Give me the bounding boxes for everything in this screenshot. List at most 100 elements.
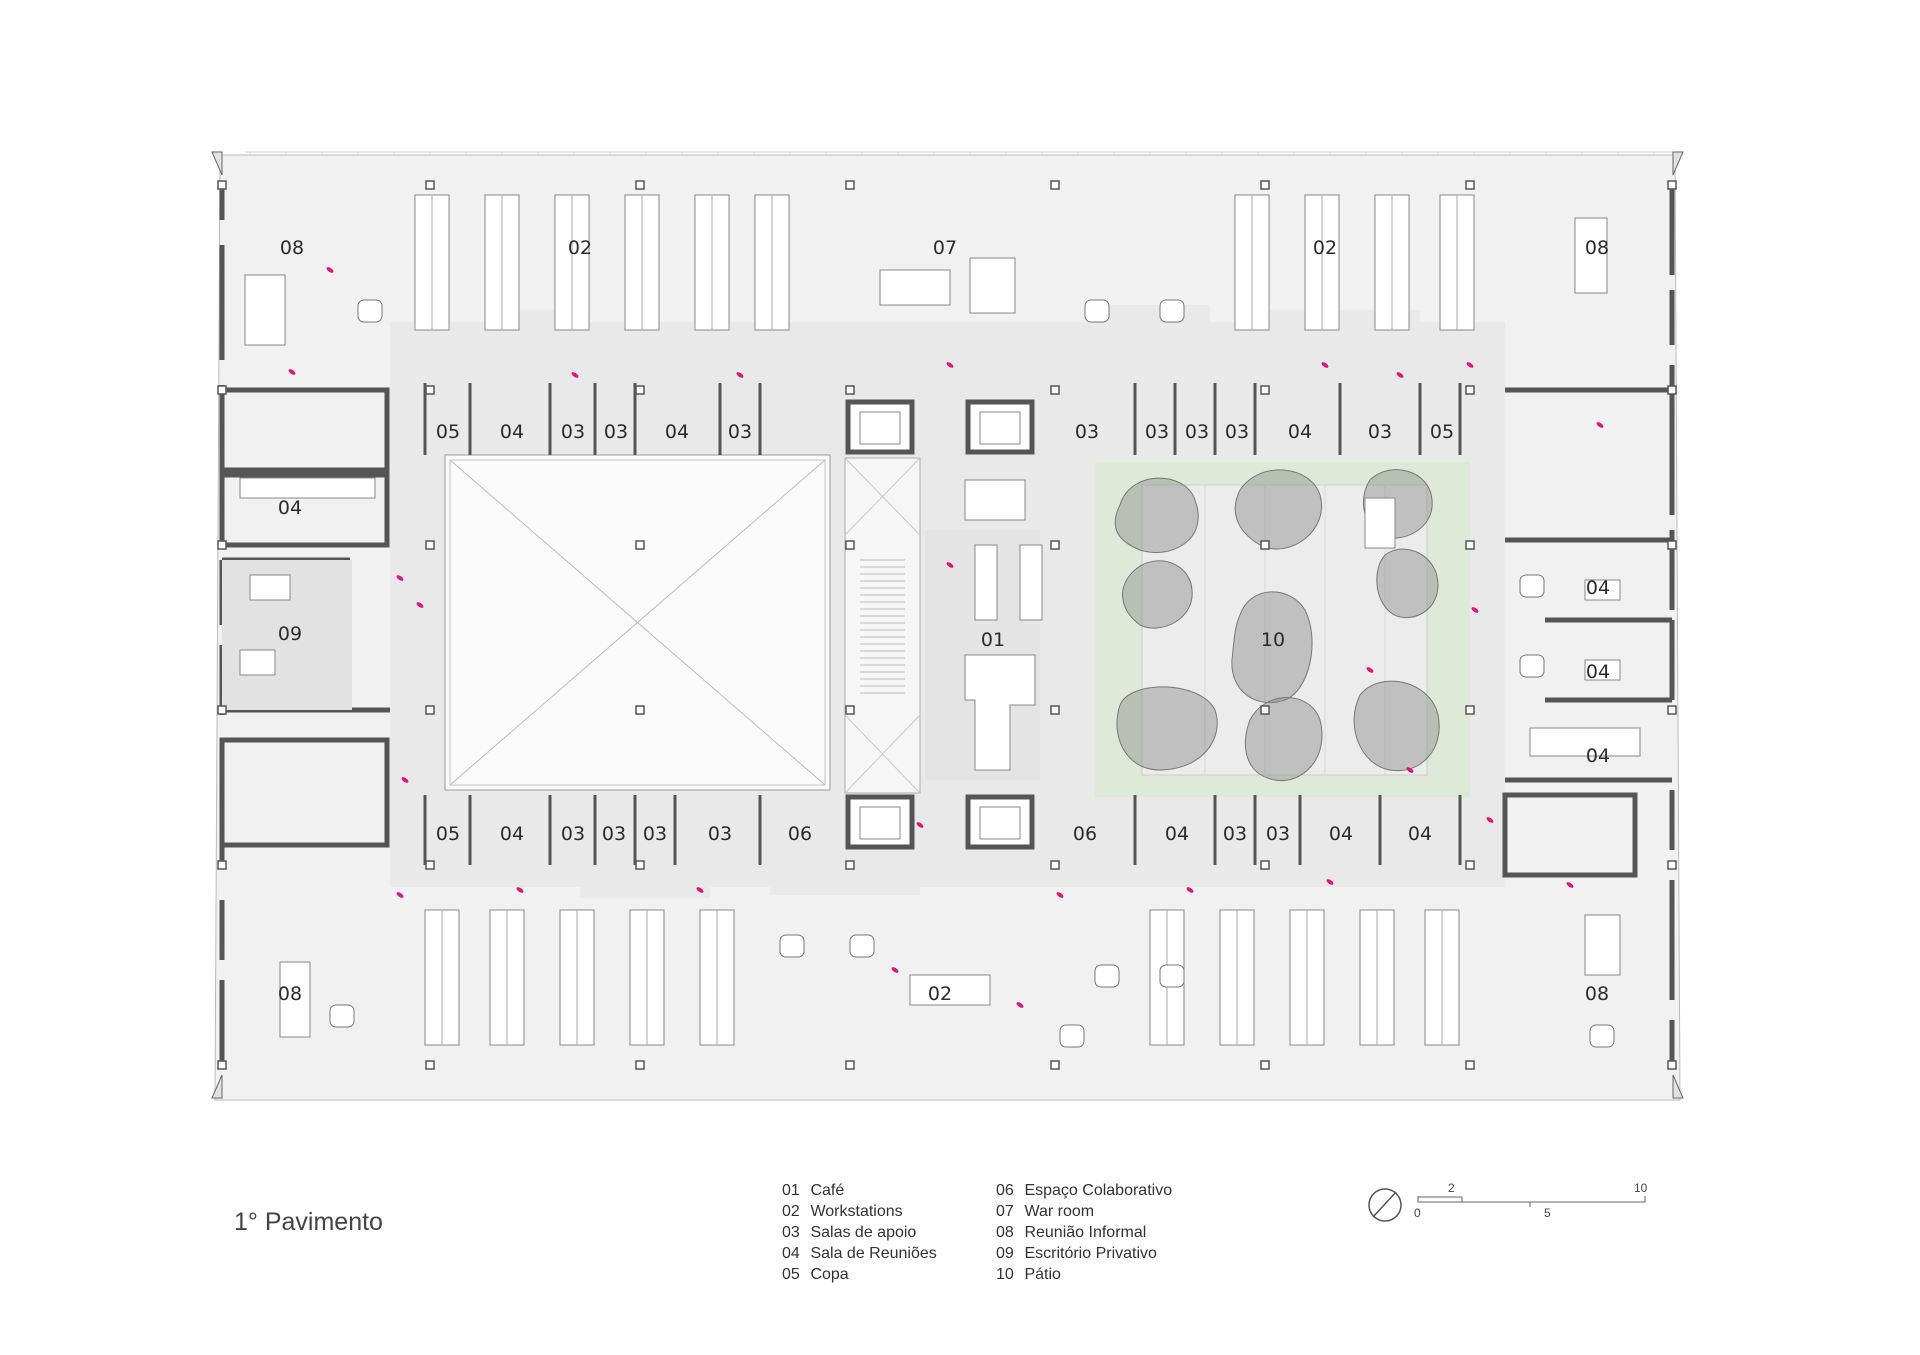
column [1260, 180, 1270, 190]
room-label-06-b: 06 [1073, 823, 1097, 845]
accent-mark [946, 562, 954, 568]
room-label-02-nw: 02 [568, 237, 592, 259]
lounge-chair [1589, 1024, 1615, 1048]
column [635, 180, 645, 190]
column [845, 705, 855, 715]
room-label-03-e: 03 [1145, 421, 1169, 443]
column [1050, 705, 1060, 715]
legend-item: 08 Reunião Informal [996, 1224, 1147, 1241]
room-partitions [423, 383, 1462, 865]
column [1465, 860, 1475, 870]
room-label-03-l: 03 [708, 823, 732, 845]
east-rooms [1502, 387, 1672, 878]
room-label-08-nw: 08 [280, 237, 304, 259]
legend-item: 10 Pátio [996, 1266, 1061, 1283]
room-labels: 01 02 02 02 07 08 08 08 08 09 10 05 05 0… [278, 237, 1610, 1005]
room-label-08-ne: 08 [1585, 237, 1609, 259]
workstation-desks [414, 194, 1475, 1046]
column [217, 180, 227, 190]
legend-col-1: 01 Café 02 Workstations 03 Salas de apoi… [782, 1180, 937, 1285]
accent-mark [1321, 362, 1329, 368]
room-label-05-c: 05 [1430, 421, 1454, 443]
legend-item: 07 War room [996, 1203, 1095, 1220]
accent-mark [326, 267, 334, 273]
room-label-03-k: 03 [643, 823, 667, 845]
column [635, 860, 645, 870]
room-label-02-ne: 02 [1313, 237, 1337, 259]
column [1667, 860, 1677, 870]
lounge-chair [1084, 299, 1110, 323]
room-label-03-j: 03 [602, 823, 626, 845]
column [1465, 540, 1475, 550]
column [1667, 385, 1677, 395]
room-label-04-i: 04 [1165, 823, 1189, 845]
accent-mark [396, 892, 404, 898]
room-label-03-c: 03 [728, 421, 752, 443]
accent-mark [946, 362, 954, 368]
room-label-10: 10 [1261, 629, 1285, 651]
room-label-04-f: 04 [1586, 577, 1610, 599]
room-label-03-m: 03 [1223, 823, 1247, 845]
column [217, 705, 227, 715]
column [425, 860, 435, 870]
room-label-04-d: 04 [500, 823, 524, 845]
room-label-09: 09 [278, 623, 302, 645]
column [845, 1060, 855, 1070]
column [1260, 1060, 1270, 1070]
column [217, 540, 227, 550]
column [845, 180, 855, 190]
plan-title: 1° Pavimento [234, 1208, 383, 1236]
accent-mark [1566, 882, 1574, 888]
legend-item: 04 Sala de Reuniões [782, 1245, 937, 1262]
legend-item: 03 Salas de apoio [782, 1224, 917, 1241]
column [1465, 385, 1475, 395]
column [1667, 540, 1677, 550]
structural-columns [217, 180, 1677, 1070]
scale-tick-2: 2 [1448, 1181, 1455, 1195]
room-label-01: 01 [981, 629, 1005, 651]
column [1667, 705, 1677, 715]
meeting-tables [239, 217, 1641, 1038]
room-label-04-a: 04 [500, 421, 524, 443]
room-label-08-sw: 08 [278, 983, 302, 1005]
scale-tick-5: 5 [1544, 1206, 1551, 1220]
lounge-chair [329, 1004, 355, 1028]
column [635, 1060, 645, 1070]
room-label-04-k: 04 [1408, 823, 1432, 845]
scale-tick-0: 0 [1414, 1206, 1421, 1220]
void-diagonal-b [449, 459, 826, 786]
room-label-04-j: 04 [1329, 823, 1353, 845]
column [1260, 385, 1270, 395]
lounge-chair [1159, 964, 1185, 988]
accent-mark [416, 602, 424, 608]
accent-mark [288, 369, 296, 375]
legend-item: 05 Copa [782, 1266, 849, 1283]
accent-mark [1486, 817, 1494, 823]
column [1050, 540, 1060, 550]
lounge-chair [1519, 654, 1545, 678]
accent-mark [1466, 362, 1474, 368]
lounge-chair [1059, 1024, 1085, 1048]
lounge-chair [357, 299, 383, 323]
room-label-06-a: 06 [788, 823, 812, 845]
column [635, 385, 645, 395]
accent-mark [736, 372, 744, 378]
column [845, 540, 855, 550]
accent-mark [1596, 422, 1604, 428]
stair-treads [860, 559, 905, 694]
legend-item: 02 Workstations [782, 1203, 903, 1220]
room-label-04-h: 04 [1586, 745, 1610, 767]
accent-mark [1186, 887, 1194, 893]
accent-mark [1326, 879, 1334, 885]
room-label-08-se: 08 [1585, 983, 1609, 1005]
column [1050, 860, 1060, 870]
accent-mark [696, 887, 704, 893]
room-label-04-g: 04 [1586, 661, 1610, 683]
accent-mark [1471, 607, 1479, 613]
column [1260, 540, 1270, 550]
room-label-03-b: 03 [604, 421, 628, 443]
column [425, 705, 435, 715]
column [1465, 1060, 1475, 1070]
cafe-counter [964, 654, 1036, 771]
